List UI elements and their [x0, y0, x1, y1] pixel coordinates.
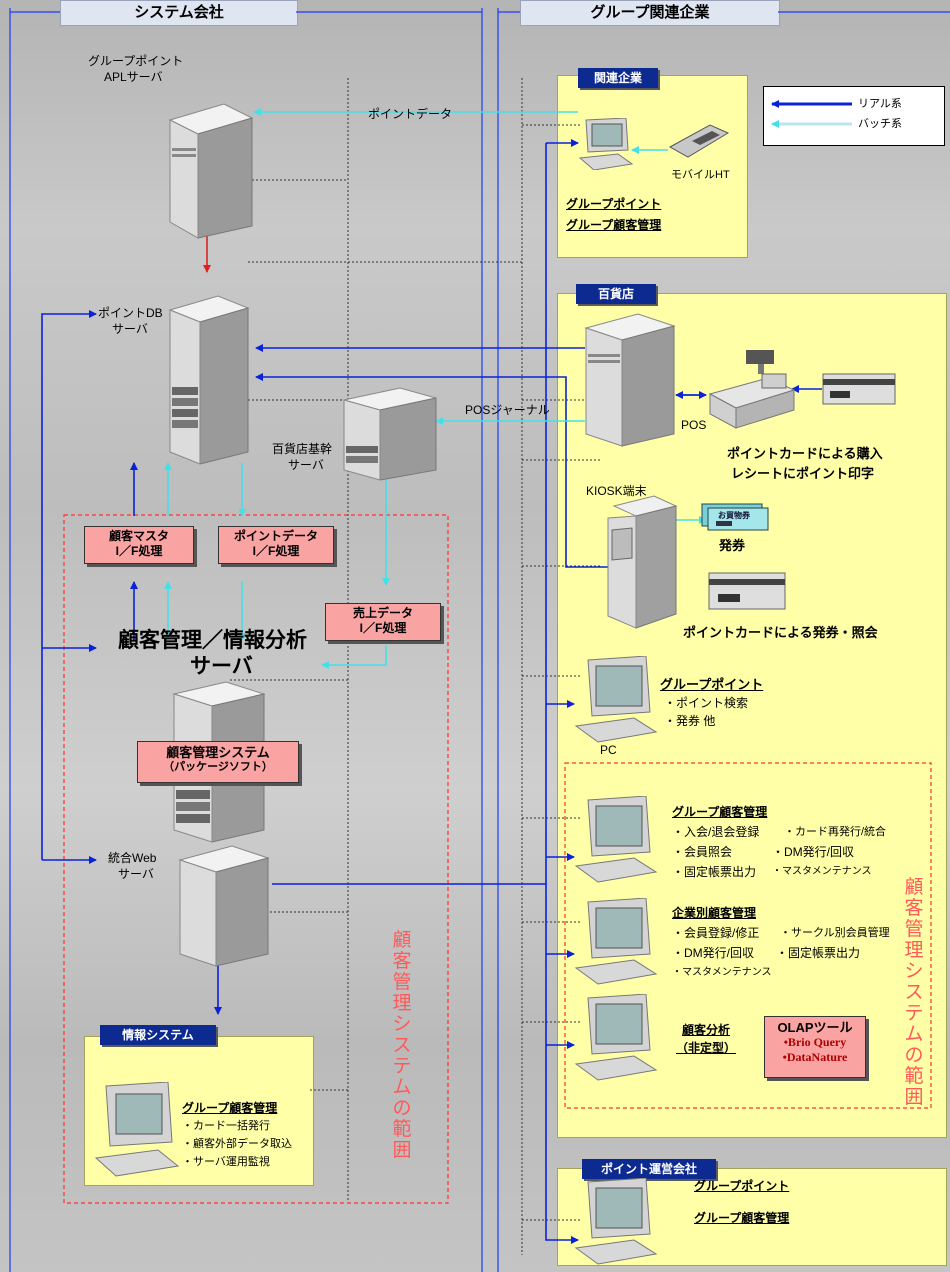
gcm-item-2: ・カード再発行/統合 — [784, 826, 887, 838]
gcm-title: グループ顧客管理 — [672, 805, 768, 819]
gp-title: グループポイント — [660, 677, 764, 692]
point-data-label: ポイントデータ — [368, 107, 453, 121]
legend-box — [763, 86, 945, 146]
right-scope-label: 顧客管理システムの範囲 — [904, 877, 924, 1108]
voucher-text: お買物券 — [718, 510, 751, 520]
if-point-data-line2: I／F処理 — [252, 544, 300, 558]
ccm-title: 企業別顧客管理 — [672, 906, 757, 920]
pos-caption-2: レシートにポイント印字 — [731, 466, 875, 481]
ccm-item-1: ・会員登録/修正 — [672, 926, 760, 940]
apl-server-label-2: APLサーバ — [104, 70, 163, 84]
voucher-icon: お買物券 — [701, 503, 769, 531]
dept-core-server-label-2: サーバ — [288, 458, 324, 472]
apl-server-label-1: グループポイント — [88, 54, 184, 68]
info-system-tag: 情報システム — [100, 1025, 216, 1045]
kiosk-terminal-icon — [607, 495, 678, 629]
pointdb-server-label-2: サーバ — [112, 322, 148, 336]
gcm-item-4: ・DM発行/回収 — [772, 845, 854, 859]
gcm-item-5: ・固定帳票出力 — [672, 865, 757, 879]
point-card-icon-2 — [708, 572, 786, 610]
gp-item-2: ・発券 他 — [664, 714, 716, 728]
pointdb-server-label-1: ポイントDB — [98, 306, 163, 320]
crm-server-title-2: サーバ — [190, 655, 253, 678]
point-card-icon-1 — [822, 373, 896, 405]
crm-server-title-1: 顧客管理／情報分析 — [118, 629, 307, 652]
gcm-item-6: ・マスタメンテナンス — [772, 866, 872, 877]
if-point-data-line1: ポイントデータ — [233, 529, 318, 543]
gcm-pc-icon — [574, 796, 658, 883]
column-header-system: システム会社 — [60, 0, 298, 26]
web-server-icon — [178, 845, 270, 967]
legend-real-label: リアル系 — [858, 98, 902, 110]
point-ops-tag: ポイント運営会社 — [582, 1159, 716, 1179]
if-sales-data-box: 売上データ I／F処理 — [325, 603, 441, 641]
if-point-data-box: ポイントデータ I／F処理 — [218, 526, 334, 564]
column-header-group: グループ関連企業 — [520, 0, 780, 26]
info-system-item-1: ・カード一括発行 — [182, 1120, 270, 1132]
pc-label: PC — [600, 743, 617, 757]
info-system-item-3: ・サーバ運用監視 — [182, 1156, 270, 1168]
gcm-item-3: ・会員照会 — [672, 845, 733, 859]
web-server-label-2: サーバ — [118, 867, 154, 881]
kiosk-label: KIOSK端末 — [586, 484, 647, 498]
point-ops-line-1: グループポイント — [694, 1179, 790, 1193]
olap-item-2: •DataNature — [782, 1050, 848, 1064]
if-sales-data-line2: I／F処理 — [359, 621, 407, 635]
info-system-pc-icon — [94, 1082, 180, 1177]
kiosk-caption: ポイントカードによる発券・照会 — [683, 625, 878, 640]
gp-item-1: ・ポイント検索 — [664, 696, 749, 710]
if-customer-master-box: 顧客マスタ I／F処理 — [84, 526, 194, 564]
left-scope-label: 顧客管理システムの範囲 — [392, 930, 412, 1161]
gcm-item-1: ・入会/退会登録 — [672, 825, 760, 839]
ccm-item-2: ・サークル別会員管理 — [780, 927, 890, 939]
analysis-pc-icon — [574, 994, 658, 1081]
affiliate-line-2: グループ顧客管理 — [566, 218, 662, 232]
olap-box: OLAPツール •Brio Query •DataNature — [764, 1016, 866, 1078]
pos-server-icon — [584, 313, 676, 447]
ccm-item-4: ・固定帳票出力 — [776, 946, 861, 960]
olap-item-1: •Brio Query — [783, 1035, 847, 1049]
pos-journal-label: POSジャーナル — [465, 403, 550, 417]
mobile-ht-label: モバイルHT — [671, 169, 730, 181]
pos-label: POS — [681, 418, 707, 432]
crm-system-box: 顧客管理システム （パッケージソフト） — [137, 741, 299, 783]
ccm-pc-icon — [574, 898, 658, 985]
dept-core-server-icon — [343, 387, 437, 481]
if-sales-data-line1: 売上データ — [352, 606, 413, 620]
info-system-title: グループ顧客管理 — [182, 1101, 278, 1115]
pos-caption-1: ポイントカードによる購入 — [727, 446, 883, 461]
panel-affiliate — [557, 75, 748, 258]
dept-core-server-label-1: 百貨店基幹 — [272, 442, 333, 456]
affiliate-line-1: グループポイント — [566, 197, 662, 211]
dept-store-tag: 百貨店 — [576, 284, 656, 304]
ccm-item-5: ・マスタメンテナンス — [672, 967, 772, 978]
analysis-title-2: （非定型） — [676, 1041, 737, 1055]
if-customer-master-line1: 顧客マスタ — [108, 529, 169, 543]
ccm-item-3: ・DM発行/回収 — [672, 946, 754, 960]
gp-pc-icon — [574, 656, 658, 743]
point-ops-pc-icon — [574, 1178, 658, 1265]
cash-register-icon — [708, 350, 796, 429]
pointdb-server-icon — [168, 295, 250, 465]
crm-system-line2: （パッケージソフト） — [163, 761, 273, 773]
point-ops-line-2: グループ顧客管理 — [694, 1211, 790, 1225]
if-customer-master-line2: I／F処理 — [115, 544, 163, 558]
olap-title: OLAPツール — [777, 1020, 853, 1035]
issue-label: 発券 — [719, 538, 746, 553]
web-server-label-1: 統合Web — [108, 851, 157, 865]
analysis-title-1: 顧客分析 — [682, 1023, 731, 1037]
apl-server-icon — [168, 103, 254, 239]
affiliate-tag: 関連企業 — [578, 68, 658, 88]
info-system-item-2: ・顧客外部データ取込 — [182, 1138, 292, 1150]
mobile-terminal-icon — [668, 124, 730, 158]
affiliate-pc-icon — [578, 118, 634, 170]
crm-system-line1: 顧客管理システム — [166, 745, 270, 760]
legend-batch-label: バッチ系 — [858, 118, 902, 130]
